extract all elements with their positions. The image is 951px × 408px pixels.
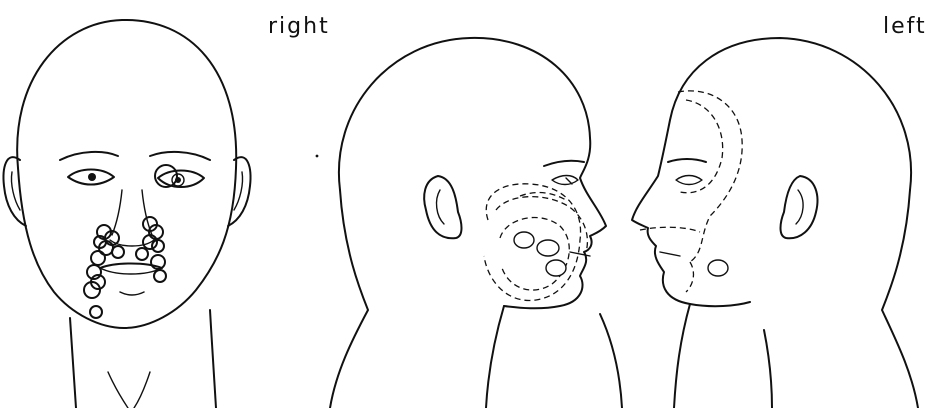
left-profile-lesion-spots	[708, 260, 728, 276]
right-label: right	[268, 14, 330, 39]
head-frontal-icon	[4, 20, 251, 408]
stray-dot	[316, 155, 319, 158]
head-right-profile-icon	[330, 38, 622, 408]
right-profile-lesion-spots	[514, 232, 566, 276]
left-profile-dashed-regions	[640, 91, 742, 292]
left-label: left	[883, 14, 927, 39]
right-profile-dashed-regions	[484, 184, 587, 301]
head-left-profile-icon	[632, 38, 918, 408]
